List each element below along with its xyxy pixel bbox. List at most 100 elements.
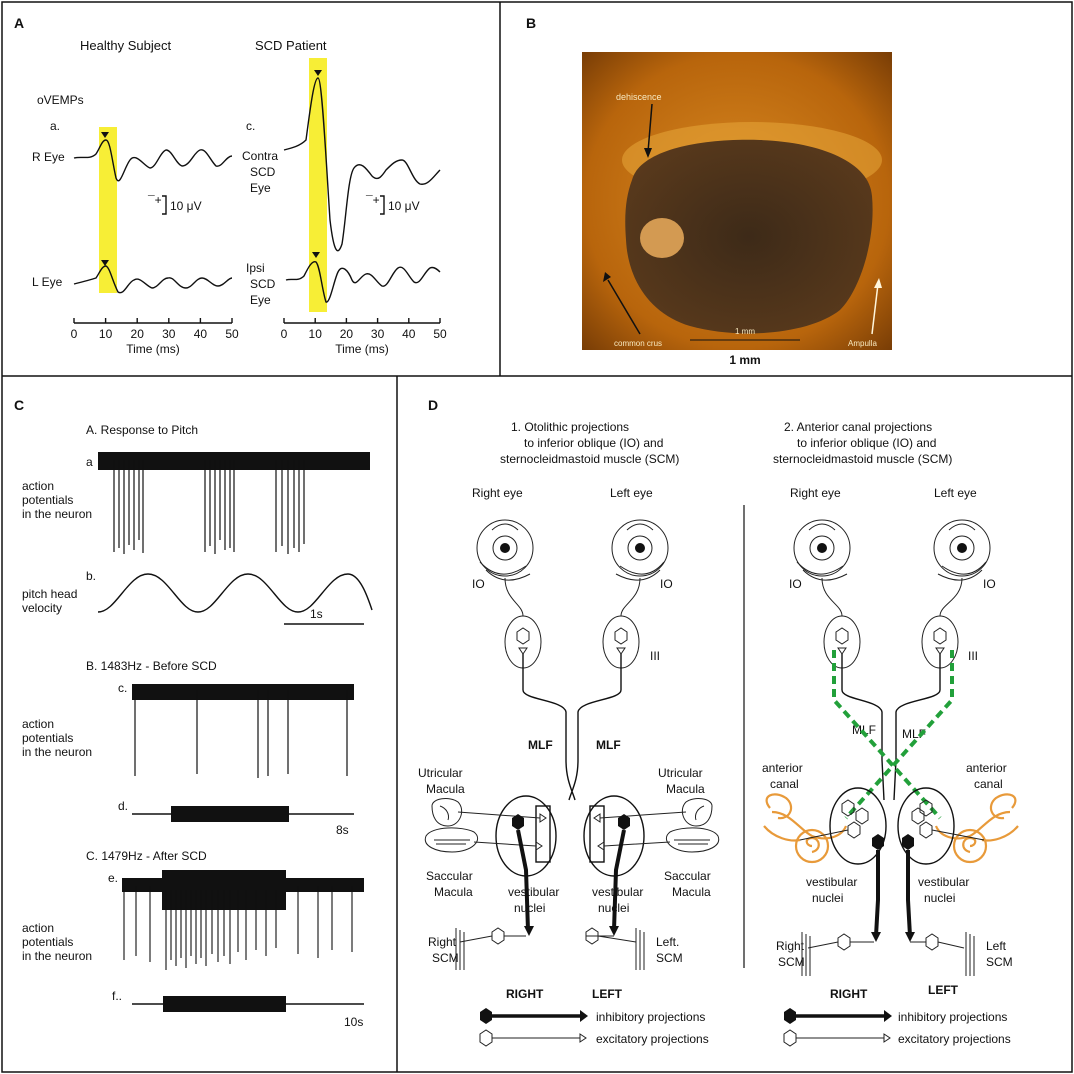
- sub-f: f..: [112, 989, 122, 1003]
- scale-inner-label: 1 mm: [735, 327, 755, 336]
- highlight-healthy: [99, 127, 117, 293]
- ipsi-label-1: Ipsi: [246, 261, 265, 275]
- utricular-label-1d: Macula: [666, 782, 705, 796]
- common-crus-label: common crus: [614, 339, 662, 348]
- left-label-2: LEFT: [928, 983, 959, 997]
- ap-label-e3: in the neuron: [22, 949, 92, 963]
- scale-label-healthy: 10 μV: [170, 199, 202, 213]
- io-label-r1: IO: [472, 577, 485, 591]
- vestibular-label-2a: vestibular: [806, 875, 857, 889]
- title1-line2: to inferior oblique (IO) and: [524, 436, 663, 450]
- spikes-a: [113, 460, 305, 554]
- vestibular-nucleus-l1: [583, 795, 645, 877]
- pitch-label-2: velocity: [22, 601, 62, 615]
- inhibitory-tract-1: [516, 829, 626, 931]
- mlf-tract-1: [522, 654, 622, 801]
- tick-label: 0: [71, 327, 78, 341]
- axis-healthy: 0 10 20 30 40 50 Time (ms): [71, 318, 239, 356]
- dehiscence-arrow: [647, 103, 653, 153]
- title1-line3: sternocleidmastoid muscle (SCM): [500, 452, 679, 466]
- right-scm-label-2b: SCM: [778, 955, 805, 969]
- sub-c-label: c.: [246, 119, 255, 133]
- contra-label-1: Contra: [242, 149, 278, 163]
- sub-d: d.: [118, 799, 128, 813]
- saccular-label-1d: Macula: [672, 885, 711, 899]
- inhibitory-tract-2: [874, 850, 912, 937]
- io-label-r2: IO: [789, 577, 802, 591]
- tick-label: 0: [281, 327, 288, 341]
- contra-label-2: SCD: [250, 165, 276, 179]
- excitatory-label-2: excitatory projections: [898, 1032, 1011, 1046]
- panel-d-letter: D: [428, 397, 438, 413]
- spikes-e: [123, 886, 353, 970]
- peak-marker-l: [101, 260, 109, 266]
- panel-a-letter: A: [14, 15, 24, 31]
- panel-a: A Healthy Subject SCD Patient oVEMPs a. …: [14, 15, 447, 356]
- title-c: C. 1479Hz - After SCD: [86, 849, 207, 863]
- io-label-l1: IO: [660, 577, 673, 591]
- bright-spot: [640, 218, 684, 258]
- excitatory-label-1: excitatory projections: [596, 1032, 709, 1046]
- mlf-label-l2: MLF: [902, 727, 926, 741]
- tick-label: 20: [131, 327, 145, 341]
- highlight-scd: [309, 58, 327, 312]
- sub-b: b.: [86, 569, 96, 583]
- ap-label-e2: potentials: [22, 935, 73, 949]
- left-scm-label-2b: SCM: [986, 955, 1013, 969]
- labyrinth-left: [934, 793, 1019, 864]
- anterior-canal-label-l1: anterior: [966, 761, 1007, 775]
- axis-scd: 0 10 20 30 40 50 Time (ms): [281, 318, 447, 356]
- title-a: A. Response to Pitch: [86, 423, 198, 437]
- scale-sign-scd: ¯+: [365, 193, 380, 207]
- tick-label: 20: [340, 327, 354, 341]
- panel-b: B dehiscence common crus Ampulla 1 mm 1 …: [526, 15, 892, 367]
- scale-sign-healthy: ¯+: [147, 193, 162, 207]
- inhibitory-label-2: inhibitory projections: [898, 1010, 1007, 1024]
- scd-title: SCD Patient: [255, 38, 327, 53]
- tick-label: 30: [162, 327, 176, 341]
- ap-label-c1: action: [22, 717, 54, 731]
- scale-label-scd: 10 μV: [388, 199, 420, 213]
- vestibular-label-2c: vestibular: [918, 875, 969, 889]
- right-label-1: RIGHT: [506, 987, 544, 1001]
- left-eye-label-2: Left eye: [934, 486, 977, 500]
- iii-label-1: III: [650, 649, 660, 663]
- scale-bar-scd: [380, 195, 385, 215]
- crus-arrow: [607, 279, 641, 335]
- scale-8s-label: 8s: [336, 823, 349, 837]
- ap-label-e1: action: [22, 921, 54, 935]
- tick-label: 30: [371, 327, 385, 341]
- title1-line1: 1. Otolithic projections: [511, 420, 629, 434]
- utricular-label-1b: Macula: [426, 782, 465, 796]
- legend-2: inhibitory projections excitatory projec…: [783, 1008, 1011, 1047]
- eye-left-1: [611, 519, 669, 581]
- ampulla-arrow: [871, 283, 879, 335]
- tick-label: 50: [433, 327, 447, 341]
- title2-line1: 2. Anterior canal projections: [784, 420, 932, 434]
- ipsi-label-3: Eye: [250, 293, 271, 307]
- utricle-right: [431, 798, 463, 827]
- ipsi-label-2: SCD: [250, 277, 276, 291]
- saccular-label-1a: Saccular: [426, 869, 473, 883]
- tick-label: 10: [309, 327, 323, 341]
- peak-marker-ipsi: [312, 252, 320, 258]
- axis-label: Time (ms): [335, 342, 389, 356]
- trace-r-eye: [73, 139, 233, 182]
- sub-a: a: [86, 455, 93, 469]
- scale-outer-label: 1 mm: [729, 353, 760, 367]
- r-eye-label: R Eye: [32, 150, 65, 164]
- scale-10s-label: 10s: [344, 1015, 363, 1029]
- ap-label-2: potentials: [22, 493, 73, 507]
- left-eye-label-1: Left eye: [610, 486, 653, 500]
- right-label-2: RIGHT: [830, 987, 868, 1001]
- right-eye-label-1: Right eye: [472, 486, 523, 500]
- io-label-l2: IO: [983, 577, 996, 591]
- ovemps-label: oVEMPs: [37, 93, 84, 107]
- right-scm-label-1b: SCM: [432, 951, 459, 965]
- ap-label-c2: potentials: [22, 731, 73, 745]
- anterior-canal-label-l2: canal: [974, 777, 1003, 791]
- saccular-label-1c: Saccular: [664, 869, 711, 883]
- scale-bar-healthy: [162, 195, 167, 215]
- noise-band-c: [132, 684, 354, 700]
